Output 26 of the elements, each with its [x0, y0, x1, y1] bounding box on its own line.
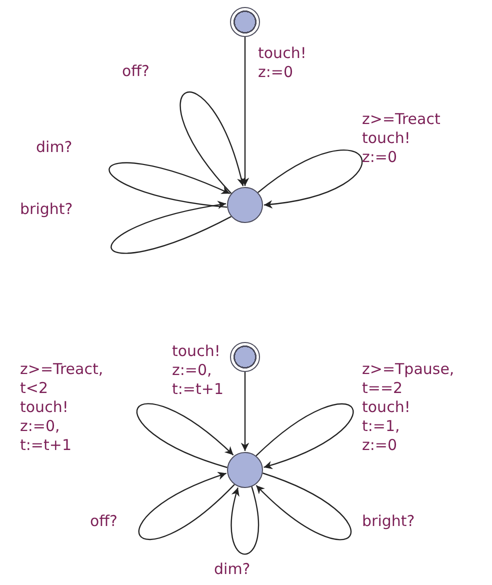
self-loop-arrow [256, 472, 352, 540]
edge-label: dim? [214, 560, 250, 579]
edge-label: z>=Tpause, t==2 touch! t:=1, z:=0 [362, 360, 454, 455]
edge-label: off? [90, 512, 118, 531]
self-loop-arrow [109, 162, 230, 208]
state-circle [227, 187, 263, 223]
edge-label: bright? [362, 512, 415, 531]
edge-label: touch! z:=0, t:=t+1 [172, 342, 224, 399]
self-loop-arrow [256, 404, 354, 469]
initial-state-circle [230, 7, 260, 37]
self-loop-arrow [258, 150, 362, 208]
self-loop-arrow [180, 92, 245, 194]
self-loop-arrow [230, 486, 260, 555]
arrow [240, 372, 250, 451]
initial-state-circle [230, 342, 260, 372]
edge-label: dim? [36, 138, 72, 157]
state-circle [227, 452, 263, 488]
edge-label: off? [122, 62, 150, 81]
edge-label: touch! z:=0 [258, 44, 306, 82]
self-loop-arrow [138, 472, 235, 540]
self-loop-arrow [136, 404, 234, 468]
edge-label: z>=Treact, t<2 touch! z:=0, t:=t+1 [20, 360, 104, 455]
edge-label: bright? [20, 200, 73, 219]
self-loop-arrow [111, 201, 232, 254]
arrow [240, 37, 250, 186]
edge-label: z>=Treact touch! z:=0 [362, 110, 440, 167]
